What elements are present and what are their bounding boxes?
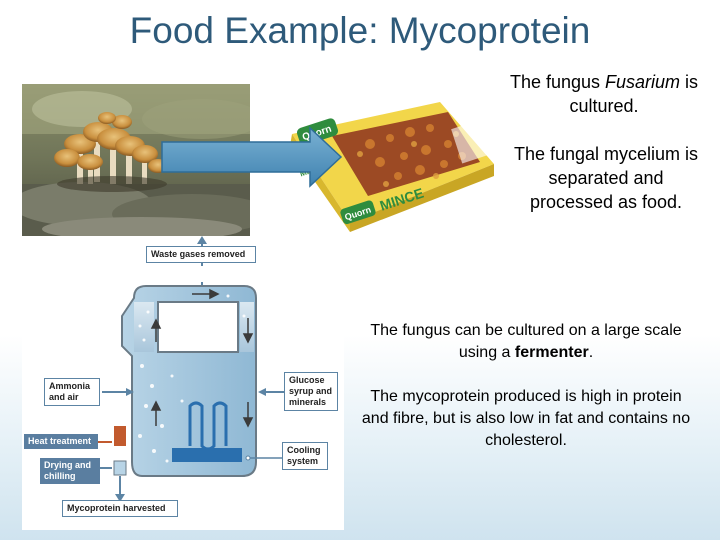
cooling-label: Cooling system	[282, 442, 328, 470]
fermenter-text: The fungus can be cultured on a large sc…	[370, 322, 682, 361]
ammonia-label: Ammonia and air	[44, 378, 100, 406]
glucose-label: Glucose syrup and minerals	[284, 372, 338, 411]
mycelium-text: The fungal mycelium is separated and pro…	[513, 144, 699, 212]
mycoprotein-text: The mycoprotein produced is high in prot…	[361, 388, 691, 449]
slide-title: Food Example: Mycoprotein	[129, 10, 591, 51]
drying-label: Drying and chilling	[40, 458, 100, 484]
fusarium-text: The fungus Fusarium is cultured.	[509, 72, 699, 116]
mushroom-photo	[22, 84, 250, 236]
waste-gases-label: Waste gases removed	[146, 246, 256, 263]
food-package-photo: Quorn Quorn MINCE MINCE	[280, 84, 506, 236]
heat-treatment-label: Heat treatment	[24, 434, 98, 449]
harvested-label: Mycoprotein harvested	[62, 500, 178, 517]
right-arrow-icon	[161, 126, 343, 188]
fermenter-diagram: Waste gases removed Ammonia and air Heat…	[22, 236, 344, 530]
